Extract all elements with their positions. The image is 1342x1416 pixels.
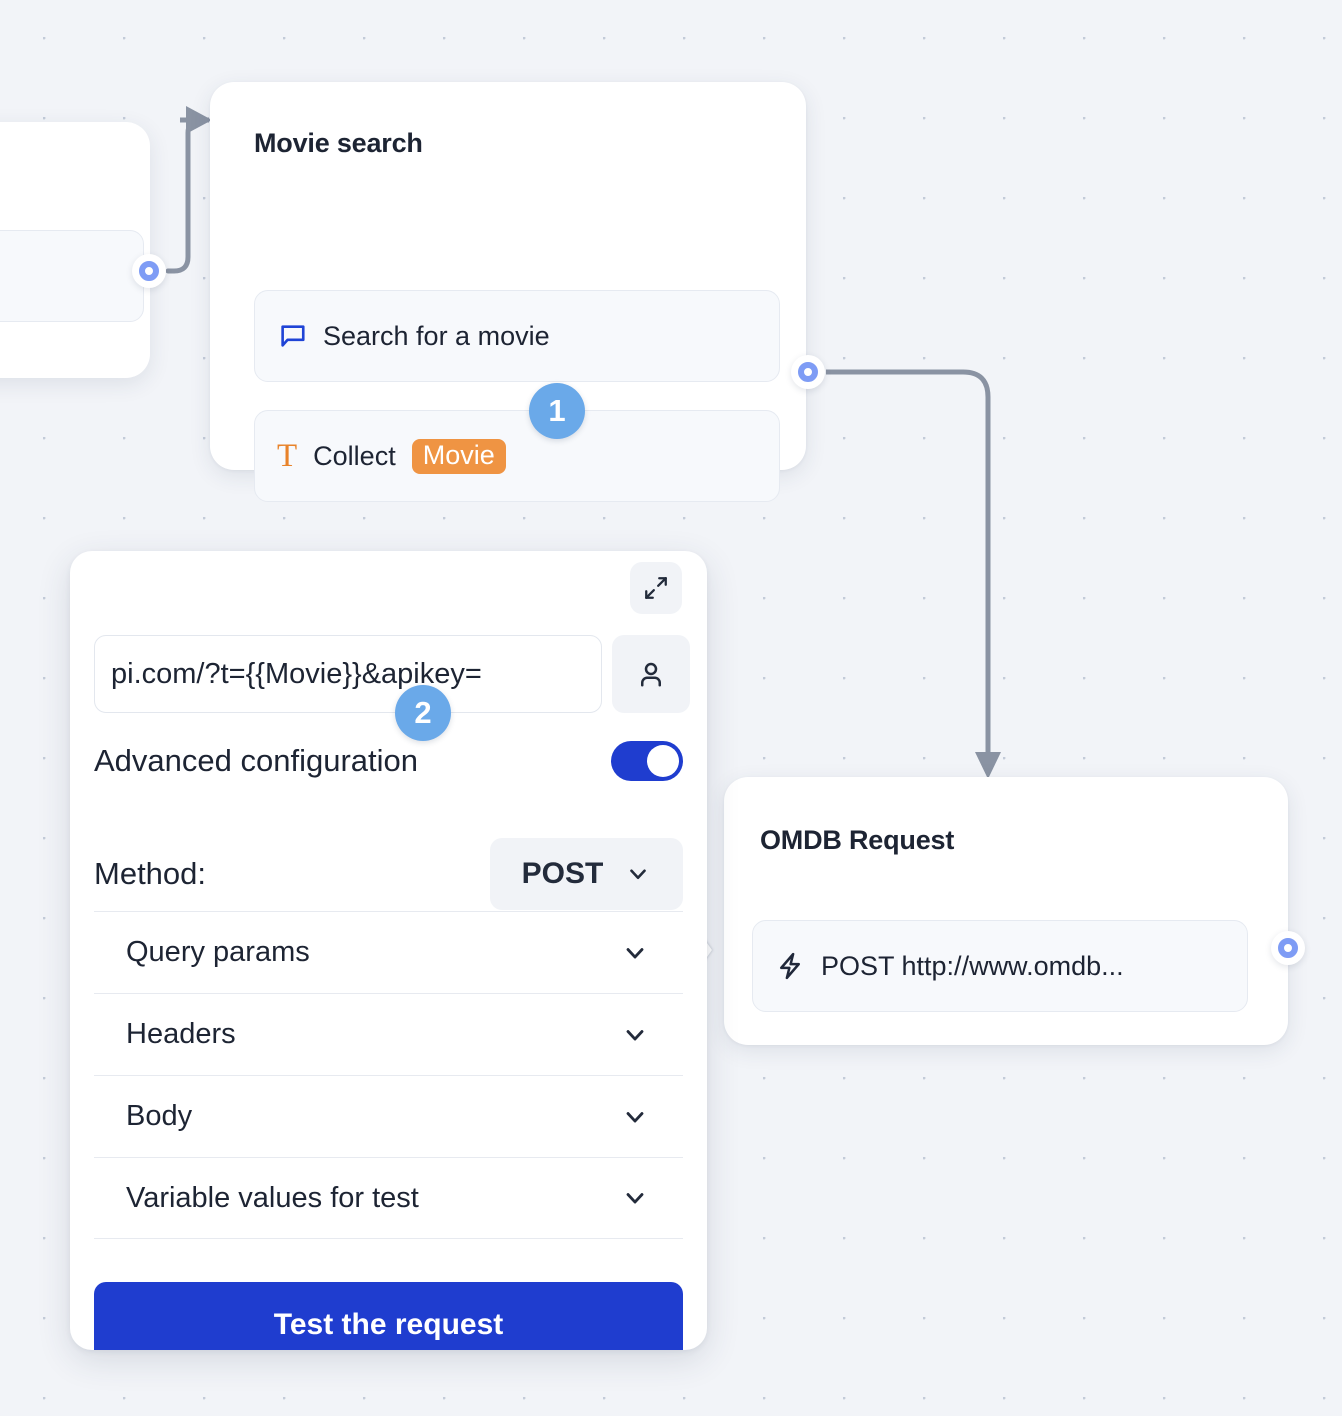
auth-user-button[interactable] (612, 635, 690, 713)
node-title-omdb-request: OMDB Request (760, 825, 955, 855)
node-item-collect-movie[interactable]: T Collect Movie (254, 410, 780, 502)
port-omdb-request-output[interactable] (1271, 931, 1305, 965)
text-type-icon: T (277, 437, 298, 474)
method-label: Method: (94, 856, 207, 891)
variable-pill-movie[interactable]: Movie (411, 438, 506, 474)
node-item-post-request[interactable]: POST http://www.omdb... (752, 920, 1248, 1012)
section-label: Query params (126, 936, 310, 968)
node-item-search-for-a-movie[interactable]: Search for a movie (254, 290, 780, 382)
annotation-badge-1: 1 (529, 383, 585, 439)
port-upstream-output[interactable] (132, 254, 166, 288)
request-url-input[interactable] (94, 635, 602, 713)
request-config-panel[interactable]: Advanced configuration Method: POST Quer… (70, 551, 707, 1350)
node-item-label: Collect (313, 440, 396, 471)
upstream-node-card-partial[interactable] (0, 122, 150, 378)
method-row: Method: POST (94, 838, 683, 910)
chevron-down-icon[interactable] (621, 1184, 675, 1212)
chevron-down-icon[interactable] (621, 939, 675, 967)
expand-panel-button[interactable] (630, 562, 682, 614)
advanced-configuration-label: Advanced configuration (94, 743, 419, 778)
node-title-movie-search: Movie search (254, 128, 423, 158)
expand-diagonal-icon (643, 575, 669, 601)
section-headers[interactable]: Headers (94, 993, 683, 1075)
node-item-label: POST http://www.omdb... (821, 950, 1124, 981)
section-label: Body (126, 1100, 193, 1132)
method-value: POST (521, 857, 604, 890)
node-card-omdb-request[interactable]: OMDB Request POST http://www.omdb... (724, 777, 1288, 1045)
section-variable-values-for-test[interactable]: Variable values for test (94, 1157, 683, 1239)
annotation-badge-2: 2 (395, 685, 451, 741)
section-label: Variable values for test (126, 1181, 419, 1214)
config-sections: Query params Headers Body Variable value… (94, 911, 683, 1239)
advanced-configuration-toggle[interactable] (611, 741, 683, 781)
port-movie-search-output[interactable] (791, 355, 825, 389)
node-card-movie-search[interactable]: Movie search Search for a movie T Collec… (210, 82, 806, 502)
section-query-params[interactable]: Query params (94, 911, 683, 993)
user-icon (636, 659, 666, 689)
section-body[interactable]: Body (94, 1075, 683, 1157)
node-item-label: Search for a movie (323, 320, 550, 351)
advanced-configuration-row: Advanced configuration (94, 741, 683, 781)
message-square-icon (277, 321, 307, 351)
section-label: Headers (126, 1018, 236, 1050)
chevron-down-icon[interactable] (621, 1103, 675, 1131)
method-select[interactable]: POST (490, 838, 683, 910)
upstream-node-item-partial (0, 230, 144, 322)
chevron-down-icon[interactable] (621, 1021, 675, 1049)
test-the-request-button[interactable]: Test the request (94, 1282, 683, 1350)
chevron-down-icon (625, 861, 651, 887)
lightning-bolt-icon (775, 951, 805, 981)
url-row (94, 635, 690, 713)
